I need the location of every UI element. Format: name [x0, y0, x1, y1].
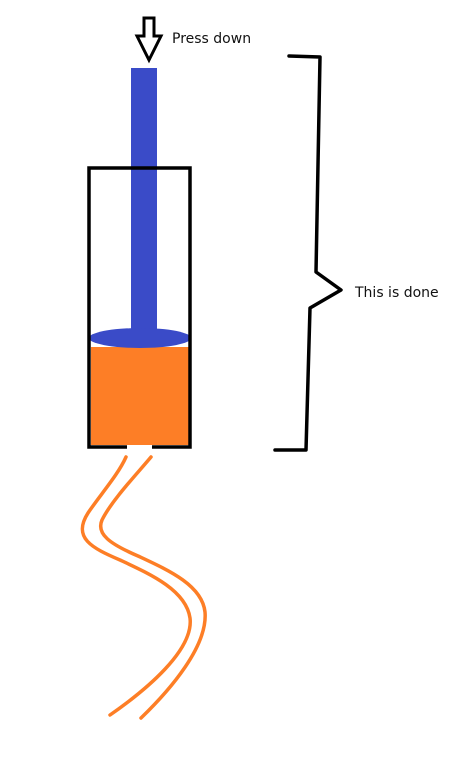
- outflow-tube-line-left: [80, 455, 192, 717]
- syringe-barrel: [87, 166, 192, 449]
- plunger-head: [89, 328, 191, 348]
- curly-brace: [273, 54, 343, 452]
- this-is-done-label: This is done: [355, 285, 439, 301]
- outflow-tube-line-right: [98, 455, 207, 720]
- press-down-label: Press down: [172, 31, 252, 47]
- fluid-chamber: [91, 347, 189, 445]
- plunger-rod: [131, 68, 157, 334]
- down-arrow-icon: [134, 16, 164, 64]
